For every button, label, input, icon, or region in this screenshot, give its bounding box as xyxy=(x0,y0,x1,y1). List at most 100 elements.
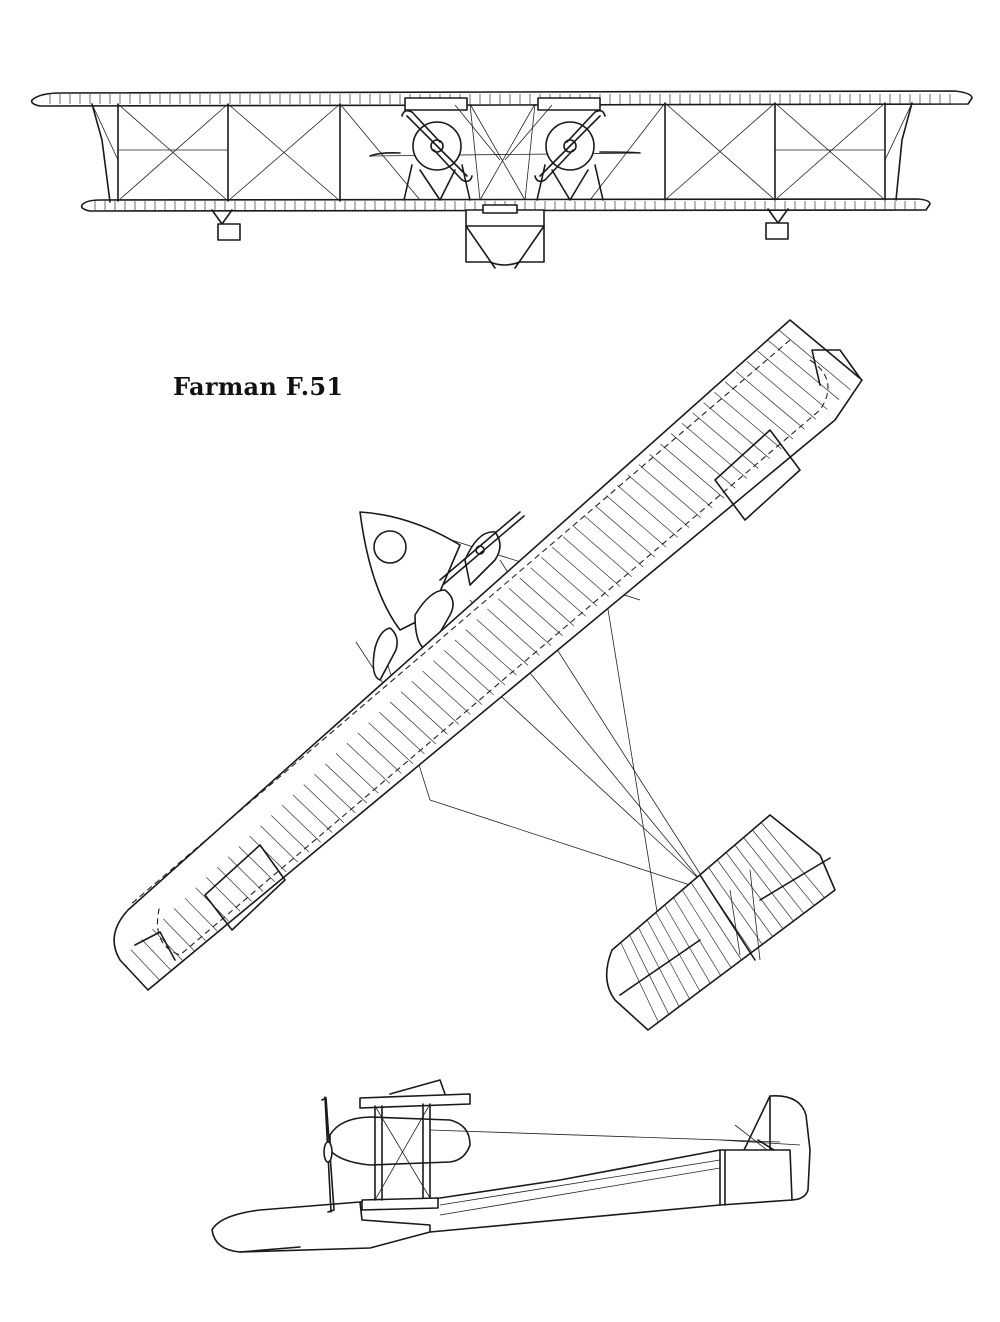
front-view xyxy=(30,90,973,269)
wing-rib xyxy=(519,577,575,627)
wing-rib xyxy=(724,381,794,440)
front-tailplane xyxy=(369,152,641,157)
top-tailplane xyxy=(605,814,836,1031)
wing-rib xyxy=(162,918,195,951)
wing-rib xyxy=(541,557,598,607)
wing-rib xyxy=(357,732,402,774)
wing-rib xyxy=(530,567,586,617)
wing-rib xyxy=(227,856,264,892)
wing-rib xyxy=(443,650,494,696)
tail-rib xyxy=(690,882,742,961)
wing-rib xyxy=(627,474,690,528)
wing-rib xyxy=(768,340,840,400)
wing-rib xyxy=(714,391,782,450)
wing-rib xyxy=(130,949,160,981)
wing-rib xyxy=(703,402,771,459)
wing-rib xyxy=(389,701,437,745)
wing-rib xyxy=(379,712,425,755)
side-engine-nacelle xyxy=(329,1116,471,1166)
top-fin xyxy=(699,874,756,961)
tail-rib xyxy=(734,844,794,922)
front-hull xyxy=(465,209,545,266)
top-right-aileron xyxy=(714,429,801,521)
wing-rib xyxy=(411,681,460,725)
front-right-engine xyxy=(534,97,606,201)
wing-rib xyxy=(638,464,702,519)
wing-rib xyxy=(735,371,805,430)
wing-rib xyxy=(217,866,252,902)
front-left-engine xyxy=(401,97,473,201)
tail-rib xyxy=(681,889,732,968)
tail-rib xyxy=(752,829,815,906)
side-lower-wing xyxy=(361,1197,439,1211)
side-upper-wing xyxy=(359,1093,471,1109)
tail-rib xyxy=(725,852,784,930)
wing-rib xyxy=(454,639,506,686)
wing-rib xyxy=(260,825,298,863)
wing-rib xyxy=(400,691,448,735)
wing-rib xyxy=(616,484,678,538)
wing-rib xyxy=(325,763,368,804)
top-main-wing xyxy=(113,319,863,991)
wing-rib xyxy=(573,526,632,578)
side-hull xyxy=(211,1149,793,1253)
wing-rib xyxy=(757,350,828,410)
wing-rib xyxy=(562,536,621,587)
wing-rib xyxy=(670,433,736,489)
wing-rib xyxy=(249,835,287,873)
wing-rib xyxy=(292,794,333,833)
tail-rib xyxy=(664,904,711,984)
wing-rib xyxy=(335,753,379,794)
front-interplane-struts xyxy=(91,102,913,203)
tail-rib xyxy=(760,822,825,899)
wing-rib xyxy=(584,515,644,568)
wing-rib xyxy=(206,877,241,912)
tail-rib xyxy=(708,867,763,945)
tail-rib xyxy=(673,897,722,976)
wing-rib xyxy=(303,784,345,823)
side-bracing-wires xyxy=(374,1103,431,1201)
tail-rib xyxy=(655,912,701,992)
front-wingtip-floats xyxy=(211,208,789,241)
front-lower-wing-ribs xyxy=(94,201,916,210)
wing-rib xyxy=(314,773,356,814)
wing-rib xyxy=(476,619,529,666)
wing-rib xyxy=(346,742,391,784)
front-upper-wing-ribs xyxy=(49,94,951,104)
tail-rib xyxy=(638,927,680,1007)
tail-rib xyxy=(743,837,805,914)
tail-rib xyxy=(646,919,690,1000)
top-nose-cockpit xyxy=(373,530,407,564)
top-left-nacelle xyxy=(414,589,454,651)
wing-rib xyxy=(660,443,725,499)
wing-rib xyxy=(141,939,172,971)
top-right-nacelle xyxy=(372,627,398,681)
wing-rib xyxy=(184,897,218,932)
top-left-aileron xyxy=(204,844,286,931)
wing-rib xyxy=(692,412,759,469)
wing-rib xyxy=(271,815,310,853)
wing-rib xyxy=(368,722,414,764)
wing-rib xyxy=(433,660,483,705)
wing-rib xyxy=(606,495,667,548)
wing-rib xyxy=(552,546,609,597)
side-interplane-struts xyxy=(374,1103,431,1201)
wing-rib xyxy=(746,361,817,420)
wing-rib xyxy=(595,505,655,558)
wing-rib xyxy=(422,670,471,715)
wing-rib xyxy=(487,608,540,656)
side-view xyxy=(211,1079,811,1253)
front-bracing-wires xyxy=(91,102,913,202)
wing-rib xyxy=(281,804,321,843)
wing-rib xyxy=(681,422,748,479)
top-main-wing-ribs xyxy=(130,330,851,981)
wing-rib xyxy=(173,908,206,942)
top-view xyxy=(113,319,863,1031)
wing-rib xyxy=(508,588,563,637)
tail-rib xyxy=(717,859,773,937)
wing-rib xyxy=(465,629,517,676)
wing-rib xyxy=(238,846,275,883)
wing-rib xyxy=(649,453,713,509)
